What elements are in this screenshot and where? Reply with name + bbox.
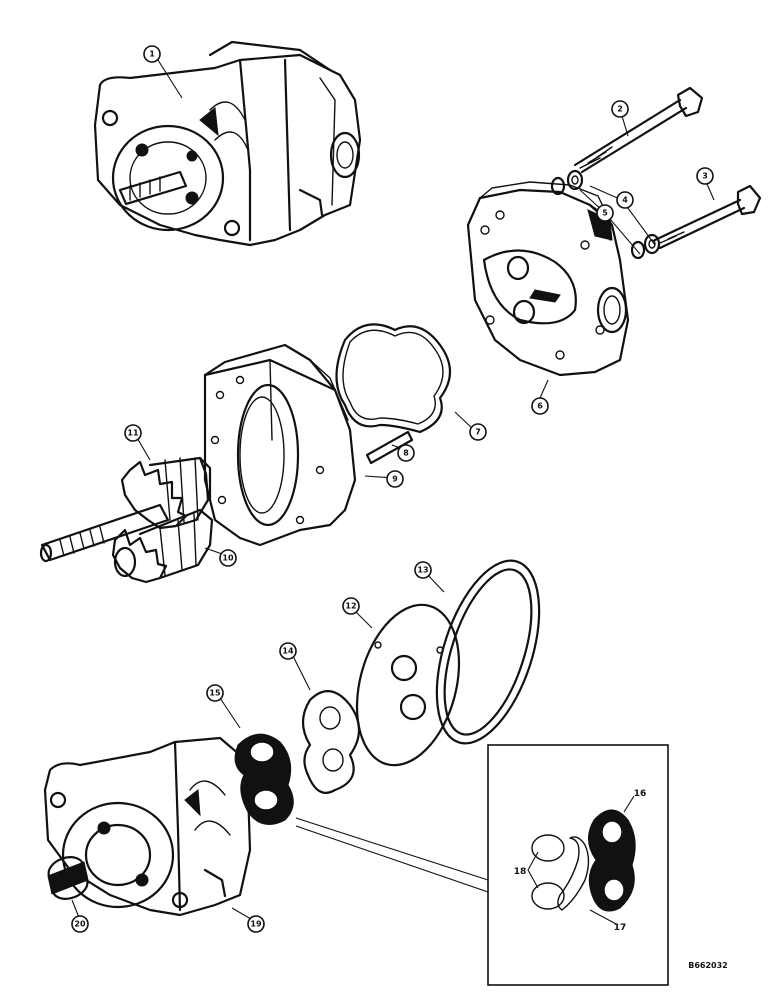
- seal-part-7: [335, 323, 452, 434]
- callout-12: 12: [342, 597, 360, 615]
- seal-part-15: [234, 733, 294, 825]
- end-cover-part: [466, 181, 630, 377]
- callout-2: 2: [611, 100, 629, 118]
- svg-text:3: 3: [702, 172, 708, 181]
- svg-text:20: 20: [74, 920, 86, 929]
- callout-20: 20: [71, 915, 89, 933]
- svg-text:16: 16: [634, 789, 647, 799]
- callout-1: 1: [143, 45, 161, 63]
- svg-text:11: 11: [127, 429, 139, 438]
- drive-gear-shaft-part-11: [39, 456, 212, 563]
- svg-text:13: 13: [417, 566, 428, 575]
- callout-5: 5: [596, 204, 614, 222]
- callout-10: 10: [219, 549, 237, 567]
- svg-text:15: 15: [209, 689, 221, 698]
- gasket-part-14: [301, 690, 361, 794]
- shaft-seal-part-20: [47, 856, 89, 900]
- callout-3: 3: [696, 167, 714, 185]
- callout-17: 17: [614, 923, 627, 933]
- gear-housing-part: [203, 343, 357, 547]
- callout-8: 8: [397, 444, 415, 462]
- detail-inset: [295, 744, 669, 986]
- bolt-part-3: [653, 184, 762, 250]
- bolt-part-2: [573, 86, 704, 174]
- callout-15: 15: [206, 684, 224, 702]
- front-housing-part-19: [43, 736, 252, 917]
- pump-assembly-part: [93, 40, 362, 247]
- svg-text:9: 9: [392, 475, 398, 484]
- svg-text:10: 10: [222, 554, 234, 563]
- seal-ring-part-13: [435, 559, 541, 745]
- drawing-number: B662032: [688, 961, 728, 970]
- callout-9: 9: [386, 470, 404, 488]
- svg-text:4: 4: [622, 196, 628, 205]
- svg-text:18: 18: [514, 867, 527, 877]
- dowel-pin-part-8: [365, 430, 414, 465]
- svg-text:7: 7: [475, 428, 481, 437]
- callout-7: 7: [469, 423, 487, 441]
- svg-text:1: 1: [149, 50, 155, 59]
- callout-14: 14: [279, 642, 297, 660]
- callout-18: 18: [514, 867, 527, 877]
- callout-11: 11: [124, 424, 142, 442]
- svg-text:5: 5: [602, 209, 608, 218]
- wear-plate-part-12: [355, 603, 461, 767]
- callout-16: 16: [634, 789, 647, 799]
- svg-text:8: 8: [403, 449, 409, 458]
- callout-19: 19: [247, 915, 265, 933]
- svg-text:12: 12: [345, 602, 356, 611]
- callout-13: 13: [414, 561, 432, 579]
- svg-text:6: 6: [537, 402, 543, 411]
- svg-text:14: 14: [282, 647, 294, 656]
- driven-gear-part-10: [111, 508, 214, 584]
- callout-6: 6: [531, 397, 549, 415]
- svg-text:17: 17: [614, 923, 627, 933]
- svg-text:19: 19: [250, 920, 262, 929]
- svg-text:2: 2: [617, 105, 623, 114]
- callout-4: 4: [616, 191, 634, 209]
